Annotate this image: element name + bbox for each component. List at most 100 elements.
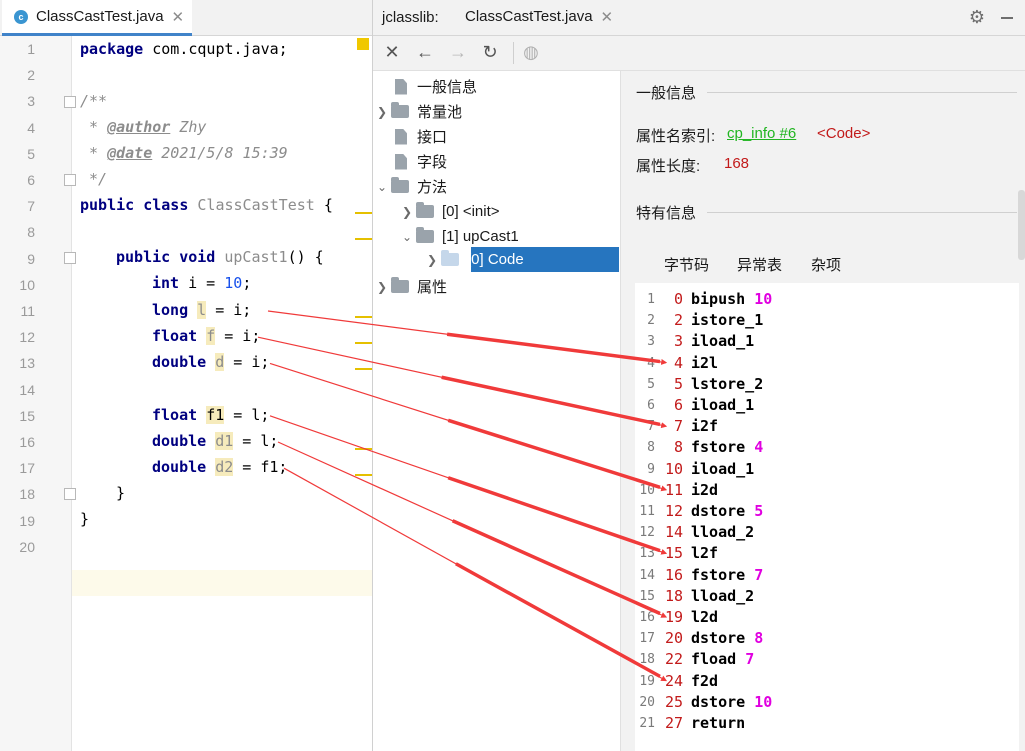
- bytecode-line-number: 1: [647, 292, 655, 307]
- fold-icon[interactable]: [64, 488, 76, 500]
- bytecode-operand[interactable]: 4: [754, 438, 764, 457]
- close-icon[interactable]: ✕: [600, 8, 614, 26]
- tree-item-methods[interactable]: ⌄方法: [373, 174, 447, 199]
- divider: [707, 212, 1017, 213]
- chevron-down-icon[interactable]: ⌄: [376, 179, 388, 194]
- warning-stripe[interactable]: [355, 238, 372, 240]
- bytecode-operand[interactable]: 10: [754, 692, 773, 711]
- tree-item-init[interactable]: ❯[0] <init>: [398, 199, 500, 224]
- editor-tab[interactable]: c ClassCastTest.java ✕: [2, 0, 192, 36]
- line-number[interactable]: 10: [19, 276, 35, 293]
- code-line-11: long l = i;: [152, 301, 252, 319]
- bytecode-line-number: 19: [639, 673, 655, 689]
- line-number[interactable]: 13: [19, 355, 35, 372]
- tree-item-code[interactable]: ❯[0] Code: [423, 247, 524, 272]
- bytecode-offset: 6: [673, 396, 683, 414]
- line-number[interactable]: 12: [19, 329, 35, 346]
- back-arrow-icon[interactable]: ←: [416, 42, 434, 62]
- line-number[interactable]: 16: [19, 434, 35, 450]
- jclasslib-tab-label: ClassCastTest.java: [465, 8, 593, 25]
- forward-arrow-icon[interactable]: →: [449, 42, 467, 62]
- line-number[interactable]: 20: [19, 538, 35, 555]
- code-area[interactable]: package com.cqupt.java; /** * @author Zh…: [72, 36, 372, 751]
- line-number[interactable]: 1: [27, 41, 35, 57]
- bytecode-instruction: iload_1: [691, 331, 754, 352]
- line-number[interactable]: 2: [27, 67, 35, 84]
- warning-indicator-icon[interactable]: [357, 38, 369, 50]
- bytecode-opcode: i2f: [691, 417, 719, 436]
- code-line-9: public void upCast1() {: [116, 248, 324, 266]
- jclasslib-tab[interactable]: ClassCastTest.java ✕: [453, 0, 623, 33]
- bytecode-line-number: 20: [639, 694, 655, 710]
- line-number[interactable]: 19: [19, 512, 35, 529]
- tree-item-attributes[interactable]: ❯属性: [373, 274, 447, 299]
- line-number[interactable]: 9: [27, 250, 35, 267]
- line-number[interactable]: 4: [27, 119, 35, 136]
- tab-bytecode[interactable]: 字节码: [664, 257, 710, 274]
- class-structure-tree[interactable]: 一般信息 ❯常量池 接口 字段 ⌄方法 ❯[0] <init> ⌄[1] upC…: [373, 71, 621, 751]
- close-icon[interactable]: ✕: [171, 8, 185, 26]
- bytecode-offset: 25: [664, 692, 683, 711]
- length-label: 属性长度:: [636, 158, 701, 175]
- bytecode-opcode: l2d: [691, 608, 719, 626]
- name-index-link[interactable]: cp_info #6: [727, 125, 797, 142]
- name-index-value: <Code>: [817, 125, 871, 142]
- scrollbar[interactable]: [1018, 190, 1025, 260]
- warning-stripe[interactable]: [355, 368, 372, 370]
- bytecode-operand[interactable]: 5: [754, 502, 764, 520]
- bytecode-offset: 15: [664, 544, 683, 563]
- line-number[interactable]: 11: [20, 303, 35, 319]
- tab-misc[interactable]: 杂项: [811, 257, 842, 274]
- tab-exception-table[interactable]: 异常表: [737, 257, 783, 274]
- bytecode-operand[interactable]: 7: [745, 650, 755, 669]
- gear-icon[interactable]: ⚙: [968, 7, 985, 27]
- chevron-down-icon[interactable]: ⌄: [401, 229, 413, 244]
- warning-stripe[interactable]: [355, 448, 372, 450]
- minimize-icon[interactable]: [1001, 17, 1013, 19]
- bytecode-operand[interactable]: 8: [754, 629, 764, 648]
- bytecode-opcode: return: [691, 714, 746, 732]
- tree-item-general-info[interactable]: 一般信息: [373, 74, 477, 99]
- bytecode-opcode: i2l: [691, 353, 719, 372]
- line-number[interactable]: 3: [27, 93, 35, 110]
- line-number[interactable]: 15: [19, 407, 35, 424]
- line-number[interactable]: 8: [27, 224, 35, 241]
- fold-icon[interactable]: [64, 174, 76, 186]
- chevron-right-icon[interactable]: ❯: [376, 279, 388, 294]
- line-number[interactable]: 7: [27, 198, 35, 215]
- line-number[interactable]: 17: [19, 460, 35, 477]
- fold-icon[interactable]: [64, 252, 76, 264]
- warning-stripe[interactable]: [355, 316, 372, 318]
- fold-icon[interactable]: [64, 96, 76, 108]
- tree-item-fields[interactable]: 字段: [373, 149, 447, 174]
- bytecode-operand[interactable]: 10: [754, 290, 773, 308]
- bytecode-instruction: fstore 4: [691, 437, 763, 458]
- bytecode-line-number: 5: [647, 376, 655, 392]
- tree-item-interfaces[interactable]: 接口: [373, 124, 447, 149]
- line-number[interactable]: 5: [27, 145, 35, 162]
- bytecode-operand[interactable]: 7: [754, 565, 764, 584]
- bytecode-line-number: 3: [647, 334, 655, 350]
- line-number[interactable]: 18: [19, 486, 35, 503]
- refresh-icon[interactable]: ↻: [482, 42, 498, 62]
- tree-item-upcast1[interactable]: ⌄[1] upCast1: [398, 224, 519, 249]
- web-icon[interactable]: ◍: [523, 42, 539, 62]
- line-number[interactable]: 14: [19, 381, 35, 398]
- file-icon: [395, 78, 407, 95]
- toolbar-separator: [513, 42, 514, 64]
- tree-item-constant-pool[interactable]: ❯常量池: [373, 99, 462, 124]
- warning-stripe[interactable]: [355, 474, 372, 476]
- close-icon[interactable]: ✕: [384, 42, 400, 62]
- warning-stripe[interactable]: [355, 342, 372, 344]
- editor-tab-label: ClassCastTest.java: [36, 8, 164, 25]
- warning-stripe[interactable]: [355, 212, 372, 214]
- line-number[interactable]: 6: [27, 172, 35, 188]
- bytecode-instruction: i2l: [691, 353, 718, 374]
- chevron-right-icon[interactable]: ❯: [401, 204, 413, 219]
- chevron-right-icon[interactable]: ❯: [426, 252, 438, 267]
- chevron-right-icon[interactable]: ❯: [376, 104, 388, 119]
- bytecode-opcode: iload_1: [691, 459, 755, 478]
